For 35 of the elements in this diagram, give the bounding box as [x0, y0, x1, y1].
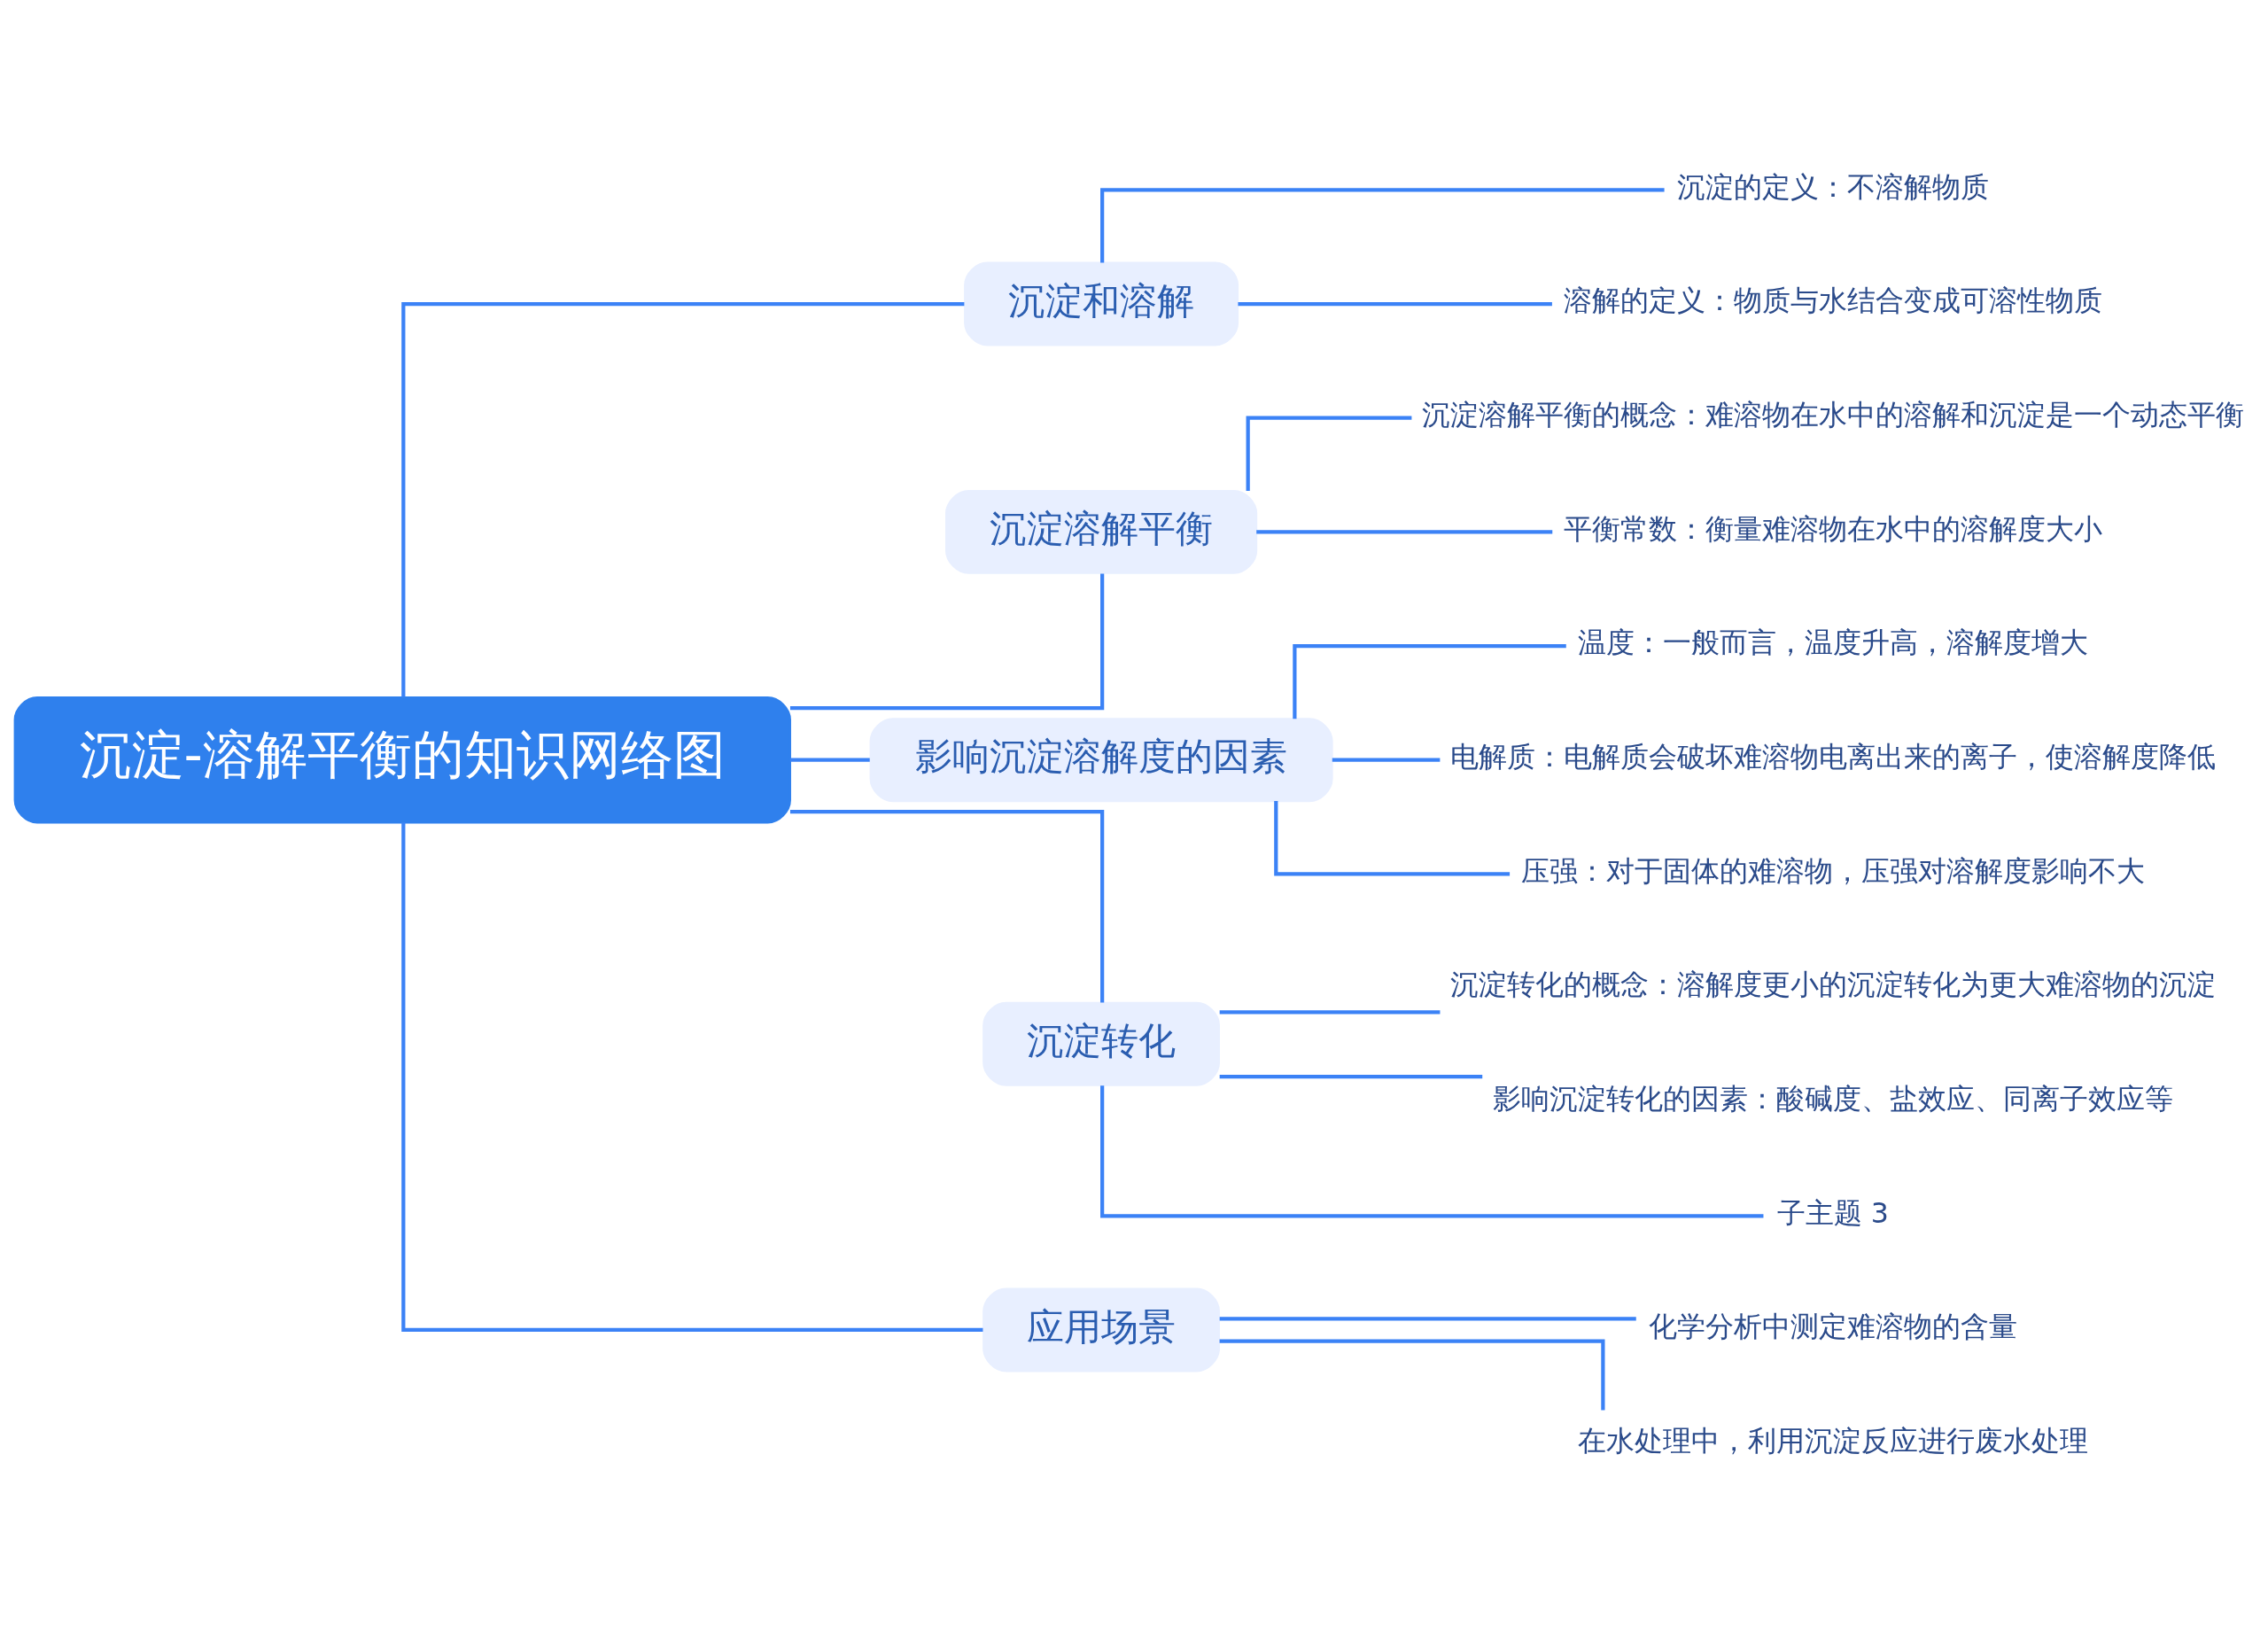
connector: [1332, 758, 1441, 762]
node-box: 沉淀转化: [983, 1001, 1220, 1086]
node-box: 应用场景: [983, 1287, 1220, 1372]
node-box: 沉淀溶解平衡: [945, 489, 1258, 574]
node-text: 平衡常数：衡量难溶物在水中的溶解度大小: [1563, 512, 2102, 545]
node-text: 沉淀的定义：不溶解物质: [1676, 170, 1989, 203]
connector: [789, 573, 1105, 710]
node-text: 子主题 3: [1776, 1196, 1889, 1229]
node-box: 影响沉淀溶解度的因素: [869, 717, 1333, 802]
node-text: 沉淀溶解平衡的概念：难溶物在水中的溶解和沉淀是一个动态平衡: [1421, 398, 2244, 431]
connector: [1100, 1085, 1764, 1217]
connector: [1238, 301, 1552, 306]
connector: [1219, 1009, 1441, 1014]
connector: [1219, 1316, 1636, 1320]
node-text: 溶解的定义：物质与水结合变成可溶性物质: [1563, 284, 2102, 316]
node-text: 影响沉淀转化的因素：酸碱度、盐效应、同离子效应等: [1492, 1082, 2173, 1115]
node-text: 压强：对于固体的难溶物，压强对溶解度影响不大: [1520, 854, 2145, 887]
node-text: 温度：一般而言，温度升高，溶解度增大: [1577, 626, 2088, 658]
connector: [789, 809, 1105, 1002]
node-box: 沉淀和溶解: [964, 261, 1239, 346]
node-text: 在水处理中，利用沉淀反应进行废水处理: [1577, 1424, 2088, 1457]
connector: [789, 758, 870, 762]
connector: [1293, 643, 1566, 719]
connector: [1256, 529, 1553, 533]
node-text: 化学分析中测定难溶物的含量: [1648, 1310, 2017, 1342]
connector: [1219, 1074, 1483, 1078]
node-text: 沉淀转化的概念：溶解度更小的沉淀转化为更大难溶物的沉淀: [1449, 968, 2216, 1000]
connector: [1100, 187, 1665, 263]
connector: [401, 301, 965, 697]
connector: [1219, 1339, 1605, 1411]
connector: [401, 821, 983, 1332]
node-text: 电解质：电解质会破坏难溶物电离出来的离子，使溶解度降低: [1449, 740, 2216, 773]
node-box: 沉淀-溶解平衡的知识网络图: [13, 696, 791, 823]
connector: [1246, 416, 1412, 491]
connector: [1274, 800, 1511, 875]
